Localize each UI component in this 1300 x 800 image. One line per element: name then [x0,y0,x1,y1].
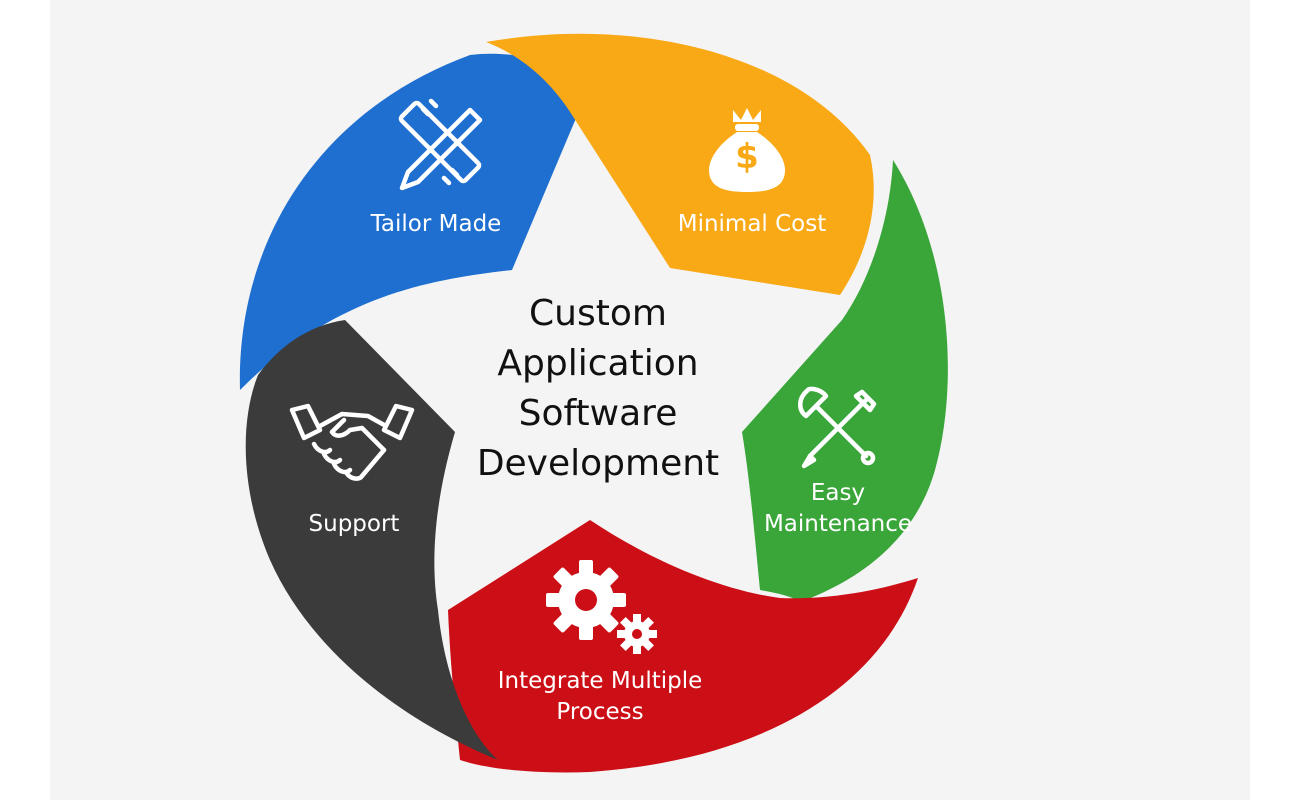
segment-label-line: Support [309,511,400,537]
handshake-icon [289,403,415,481]
segment-easy-maintenance: Easy Maintenance [742,160,948,602]
segment-label-line: Tailor Made [370,211,502,237]
segment-shape [245,320,498,760]
center-title-line: Application [497,343,698,384]
segment-integrate-multiple-process: Integrate Multiple Process [448,520,918,773]
center-title-line: Software [519,393,678,434]
wrench-screwdriver-icon [798,386,877,469]
center-title: Custom Application Software Development [477,293,719,484]
segment-label-line: Maintenance [764,511,912,537]
gears-icon [546,560,657,654]
segment-label-line: Integrate Multiple [498,668,703,694]
segment-label-line: Process [556,699,643,725]
segment-shape [742,160,948,602]
ruler-pencil-icon [398,98,483,191]
segment-label-line: Minimal Cost [678,211,827,237]
money-bag-icon: $ [709,108,785,192]
center-title-line: Custom [529,293,667,334]
svg-text:$: $ [735,137,759,177]
segment-support: Support [245,320,498,760]
segment-tailor-made: Tailor Made [239,53,590,390]
segment-label-line: Easy [811,480,865,506]
segment-shape [486,33,874,295]
center-title-line: Development [477,443,719,484]
segment-shape [239,53,590,390]
segment-minimal-cost: $ Minimal Cost [486,33,874,295]
